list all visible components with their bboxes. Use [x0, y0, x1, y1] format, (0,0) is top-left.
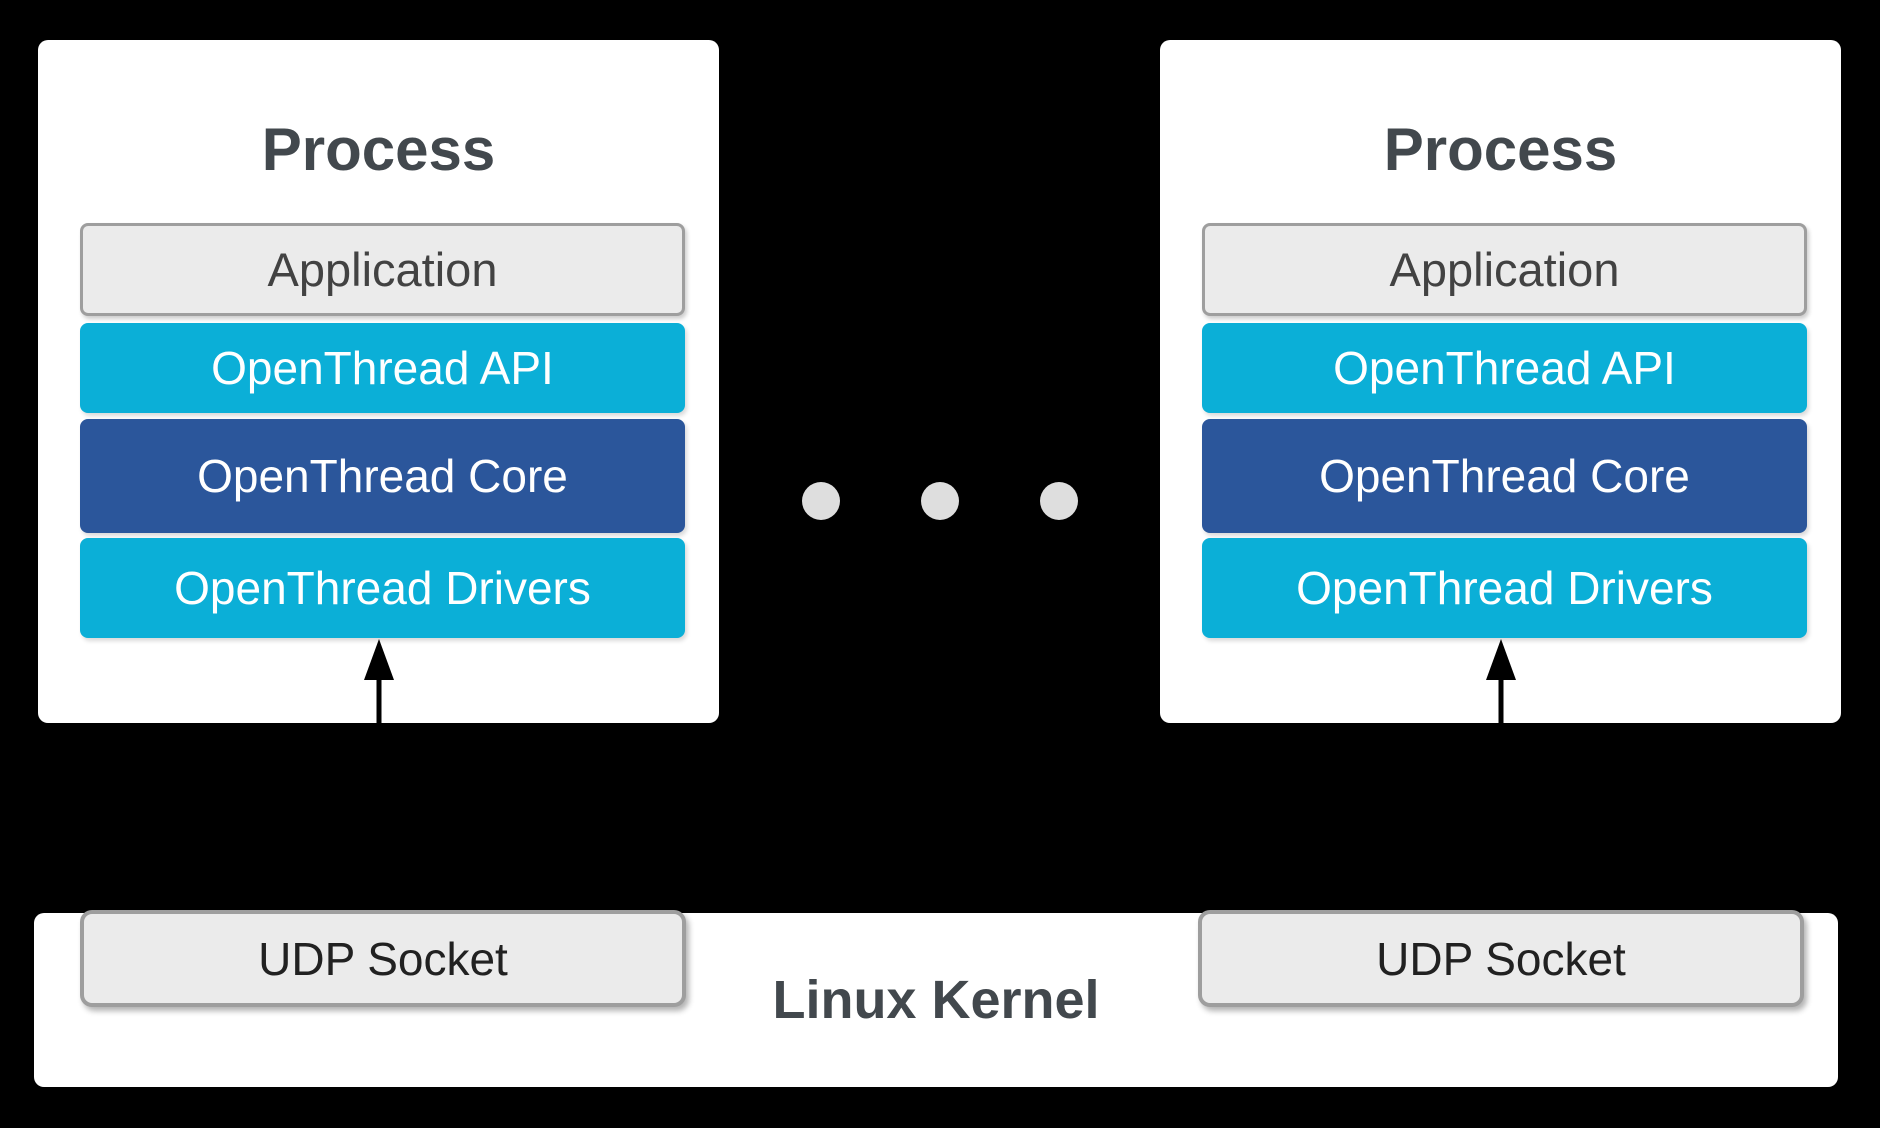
udp-socket-left: UDP Socket: [80, 910, 686, 1007]
layer-application: Application: [80, 223, 685, 316]
layer-openthread-drivers: OpenThread Drivers: [1202, 538, 1807, 638]
linux-kernel-label: Linux Kernel: [772, 970, 1100, 1030]
layer-openthread-core: OpenThread Core: [1202, 419, 1807, 533]
layer-openthread-api-label: OpenThread API: [211, 342, 554, 394]
ellipsis-dot: [921, 482, 959, 520]
linux-kernel-box: UDP Socket Linux Kernel UDP Socket: [34, 910, 1838, 1087]
process-title: Process: [1383, 116, 1618, 183]
layer-openthread-api: OpenThread API: [1202, 323, 1807, 413]
layer-openthread-drivers: OpenThread Drivers: [80, 538, 685, 638]
layer-openthread-core: OpenThread Core: [80, 419, 685, 533]
layer-application-label: Application: [1389, 243, 1620, 296]
arrow-up-icon: [363, 639, 394, 723]
layer-openthread-drivers-label: OpenThread Drivers: [174, 562, 591, 614]
layer-openthread-drivers-label: OpenThread Drivers: [1296, 562, 1713, 614]
udp-socket-right: UDP Socket: [1198, 910, 1804, 1007]
layer-openthread-core-label: OpenThread Core: [1319, 450, 1690, 502]
process-title: Process: [261, 116, 496, 183]
ellipsis-dot: [802, 482, 840, 520]
layer-application-label: Application: [267, 243, 498, 296]
udp-socket-label: UDP Socket: [1376, 932, 1626, 985]
arrow-up-icon: [1485, 639, 1516, 723]
ellipsis-dot: [1040, 482, 1078, 520]
layer-openthread-api: OpenThread API: [80, 323, 685, 413]
layer-openthread-core-label: OpenThread Core: [197, 450, 568, 502]
process-box-left: Process Application OpenThread API OpenT…: [38, 40, 719, 723]
udp-socket-label: UDP Socket: [258, 932, 508, 985]
process-box-right: Process Application OpenThread API OpenT…: [1160, 40, 1841, 723]
layer-openthread-api-label: OpenThread API: [1333, 342, 1676, 394]
layer-application: Application: [1202, 223, 1807, 316]
